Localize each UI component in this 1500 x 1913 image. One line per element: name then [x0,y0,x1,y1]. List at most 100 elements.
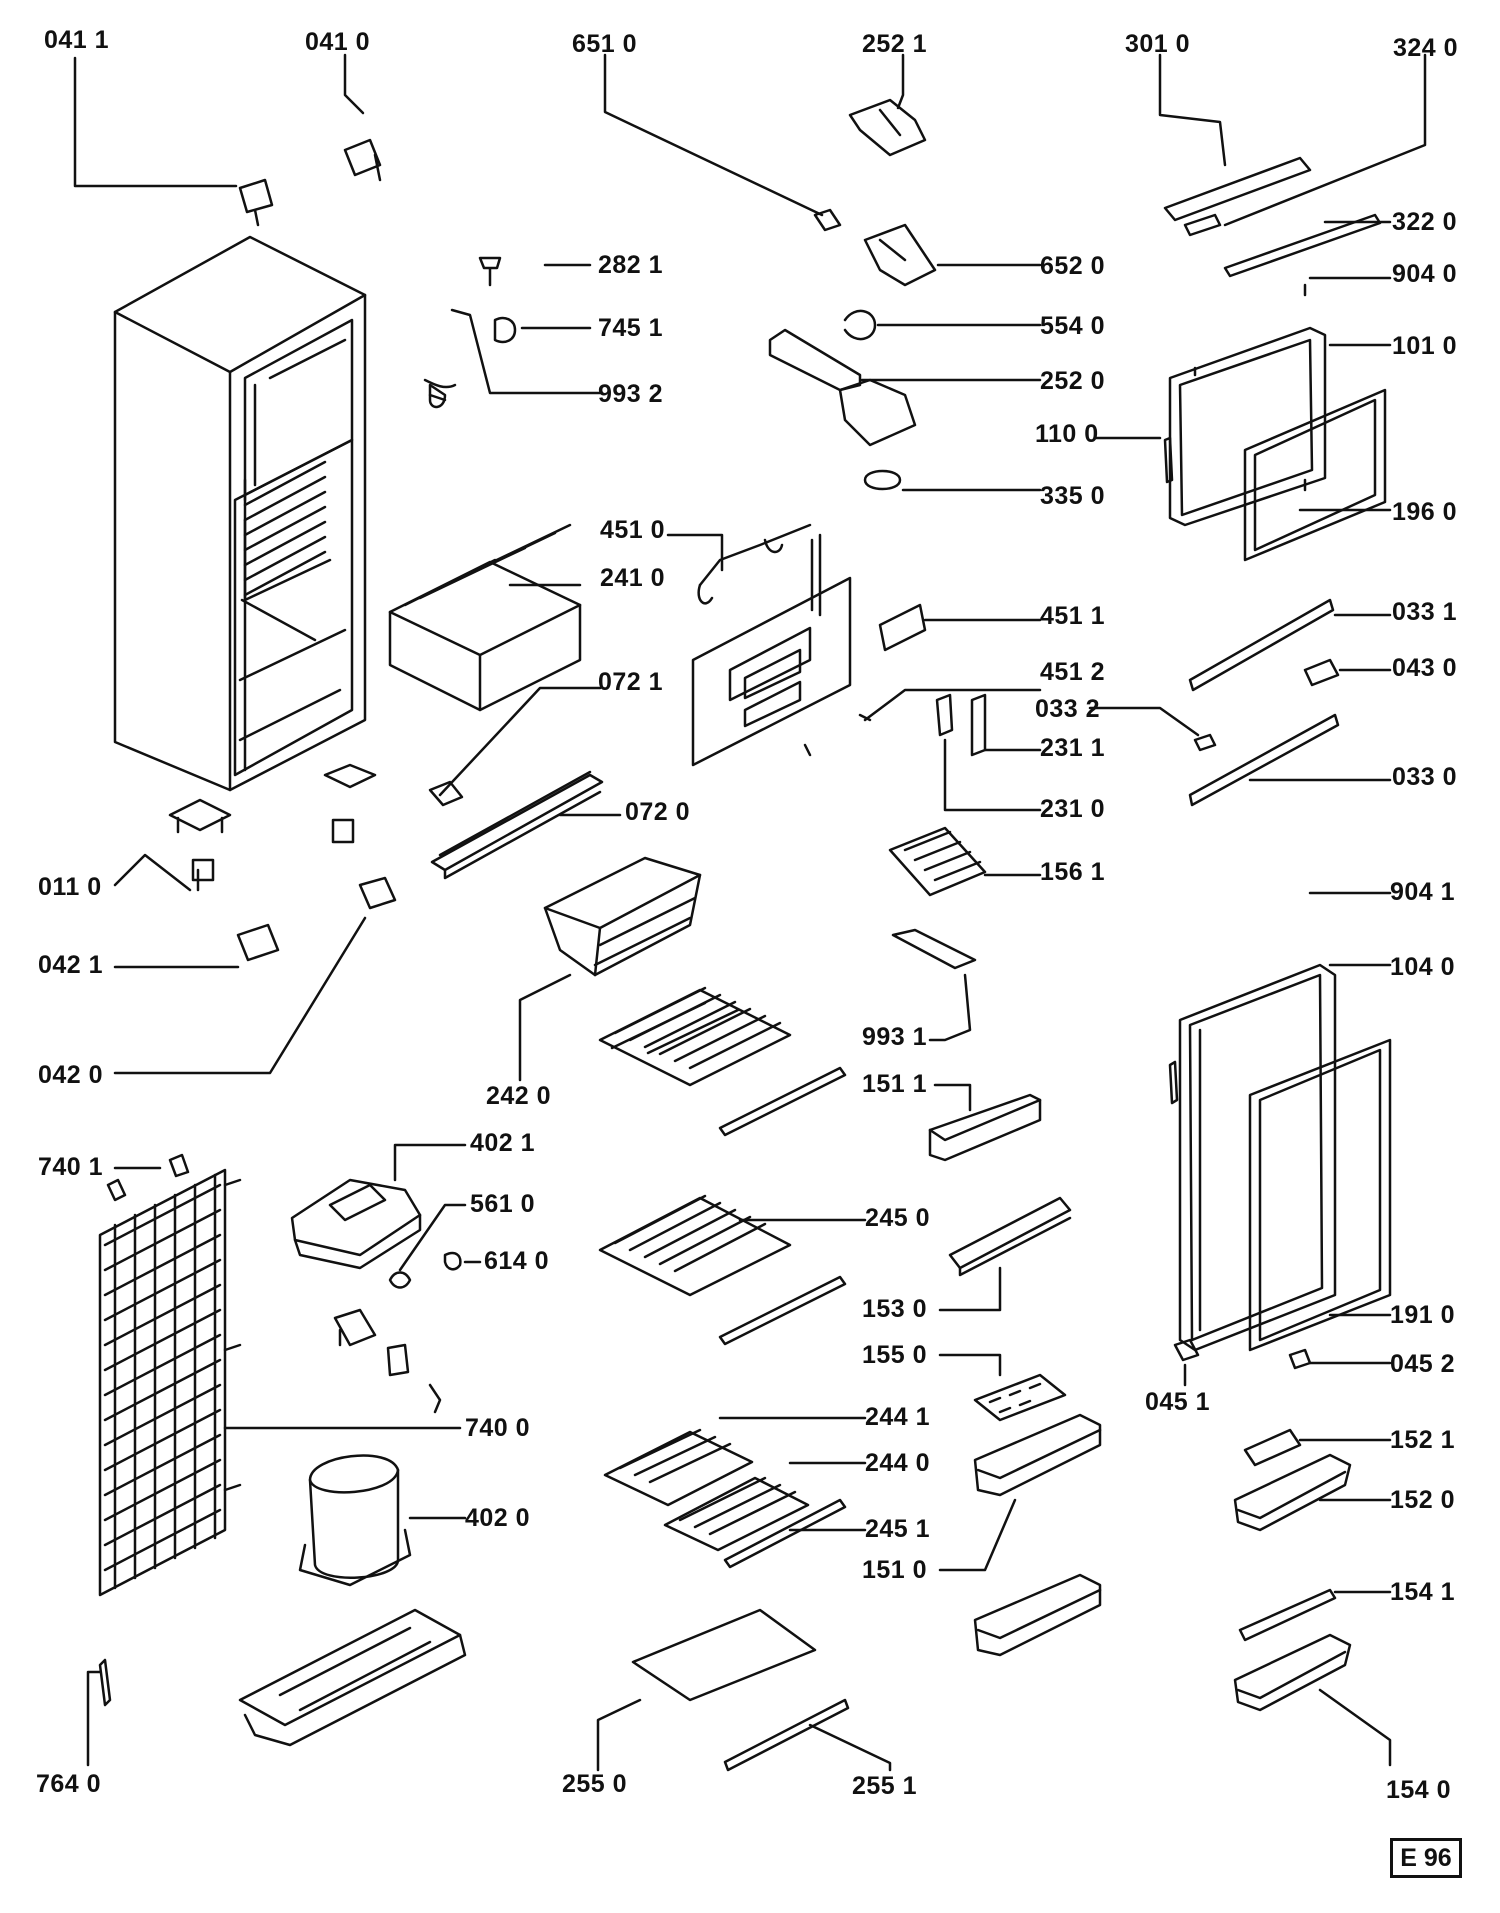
part-label-740-1: 740 1 [38,1153,104,1181]
crisper-drawer [543,856,702,977]
ice-cube-tray [888,826,987,897]
part-740-1-a [106,1178,127,1202]
part-label-033-2: 033 2 [1035,695,1101,723]
shelf-245-1 [598,1194,847,1346]
part-label-244-0: 244 0 [865,1449,931,1477]
part-label-072-1: 072 1 [598,668,664,696]
part-label-451-0: 451 0 [600,516,666,544]
compressor-base-plate [238,1608,467,1747]
cabinet-feet [168,138,397,962]
door-bin-lower-middle [973,1573,1102,1657]
part-label-151-1: 151 1 [862,1070,928,1098]
part-label-324-0: 324 0 [1393,34,1459,62]
part-label-156-1: 156 1 [1040,858,1106,886]
part-label-151-0: 151 0 [862,1556,928,1584]
part-993-1-shape [891,928,977,970]
part-740-1-b [168,1153,190,1178]
part-label-231-1: 231 1 [1040,734,1106,762]
leader-993-1 [928,973,972,1042]
part-614-0-shape [443,1251,462,1271]
wire-clip [428,1383,442,1414]
part-label-740-0: 740 0 [465,1414,531,1442]
leader-324-0 [1223,53,1427,227]
leader-764-0 [86,1670,102,1767]
part-label-041-1: 041 1 [44,26,110,54]
page-reference-box: E 96 [1390,1838,1462,1878]
part-label-904-0: 904 0 [1392,260,1458,288]
leader-072-1 [438,686,602,797]
door-shelf-153-0 [948,1196,1072,1277]
relay-box-402-1 [290,1178,422,1270]
part-045-1-shape [1173,1338,1200,1362]
part-561-0-shape [388,1271,412,1289]
overload-protector [386,1343,410,1377]
leader-151-1 [933,1083,972,1112]
part-label-335-0: 335 0 [1040,482,1106,510]
compressor [298,1454,412,1587]
part-label-451-1: 451 1 [1040,602,1106,630]
egg-tray [973,1373,1067,1422]
leader-255-0 [596,1698,642,1772]
part-label-033-1: 033 1 [1392,598,1458,626]
part-label-244-1: 244 1 [865,1403,931,1431]
leader-301-0 [1158,53,1227,167]
part-label-322-0: 322 0 [1392,208,1458,236]
leader-151-0 [938,1498,1017,1572]
leader-255-1 [808,1723,892,1772]
part-451-1-shape [878,603,927,652]
fridge-door-handle [1168,1060,1179,1105]
shelf-245-0 [598,986,847,1137]
leader-011-0 [113,853,192,892]
part-label-154-0: 154 0 [1386,1776,1452,1804]
part-label-152-0: 152 0 [1390,1486,1456,1514]
part-label-231-0: 231 0 [1040,795,1106,823]
leader-242-0 [518,973,572,1082]
condenser [98,1168,242,1597]
part-label-651-0: 651 0 [572,30,638,58]
part-label-255-0: 255 0 [562,1770,628,1798]
fridge-door-gasket [1248,1038,1392,1352]
part-label-282-1: 282 1 [598,251,664,279]
part-072-1-shape [428,780,464,807]
part-label-554-0: 554 0 [1040,312,1106,340]
thermostat-parts [768,98,937,491]
freezer-small-parts [423,256,602,409]
part-label-764-0: 764 0 [36,1770,102,1798]
starter-relay [333,1308,377,1347]
part-label-652-0: 652 0 [1040,252,1106,280]
leader-561-0 [398,1203,467,1272]
part-label-042-0: 042 0 [38,1061,104,1089]
part-231-0-shape [935,693,954,737]
part-110-0-shape [1163,436,1174,484]
part-label-045-1: 045 1 [1145,1388,1211,1416]
part-label-614-0: 614 0 [484,1247,550,1275]
leader-155-0 [938,1353,1002,1377]
part-label-561-0: 561 0 [470,1190,536,1218]
page-reference-code: E 96 [1400,1843,1452,1872]
leader-252-1 [896,53,905,110]
leader-153-0 [938,1266,1002,1312]
part-label-252-1: 252 1 [862,30,928,58]
part-label-041-0: 041 0 [305,28,371,56]
part-label-072-0: 072 0 [625,798,691,826]
hinge-parts-right [1188,598,1340,807]
part-label-993-2: 993 2 [598,380,664,408]
leader-041-1 [73,56,238,188]
part-label-301-0: 301 0 [1125,30,1191,58]
part-label-045-2: 045 2 [1390,1350,1456,1378]
leader-041-0 [343,53,365,115]
crisper-cover-glass [631,1608,850,1772]
leader-033-2 [1088,706,1200,737]
part-label-245-1: 245 1 [865,1515,931,1543]
freezer-door-frame [1168,326,1327,527]
part-label-191-0: 191 0 [1390,1301,1456,1329]
leader-651-0 [603,53,824,217]
part-label-252-0: 252 0 [1040,367,1106,395]
leader-231-0 [943,738,1042,812]
part-764-0-shape [98,1658,112,1707]
part-label-104-0: 104 0 [1390,953,1456,981]
shelf-244 [603,1428,847,1569]
part-label-993-1: 993 1 [862,1023,928,1051]
leader-042-0 [113,916,367,1075]
